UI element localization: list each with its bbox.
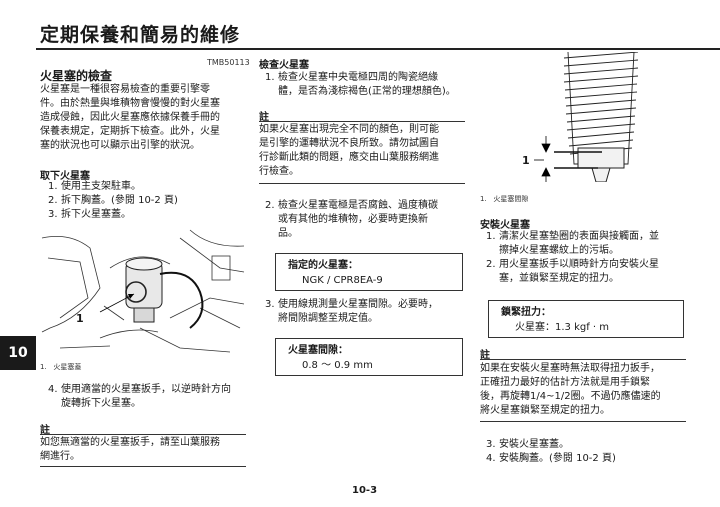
note-rule-bottom <box>40 466 246 467</box>
final-steps: 3.安裝火星塞蓋。 4.安裝胸蓋。(參閱 10-2 頁) <box>486 438 686 466</box>
figure-callout: 1 <box>76 312 84 325</box>
list-item: 2.用火星塞扳手以順時針方向安裝火星塞，並鎖緊至規定的扭力。 <box>486 259 659 284</box>
section-heading: 火星塞的檢查 <box>40 69 113 83</box>
spec-value: NGK / CPR8EA-9 <box>302 275 383 286</box>
section-code: TMB50113 <box>207 58 250 67</box>
figure-callout: 1 <box>522 154 530 167</box>
note-rule-bottom <box>480 421 686 422</box>
page-title: 定期保養和簡易的維修 <box>40 24 241 46</box>
spec-label: 鎖緊扭力： <box>501 307 551 318</box>
spark-plug-spec-box: 指定的火星塞： NGK / CPR8EA-9 <box>275 253 463 291</box>
list-item: 4.安裝胸蓋。(參閱 10-2 頁) <box>486 453 616 464</box>
list-item: 2.拆下胸蓋。(參閱 10-2 頁) <box>48 195 178 206</box>
remove-step-4: 4.使用適當的火星塞扳手，以逆時針方向旋轉拆下火星塞。 <box>48 383 246 411</box>
list-item: 4.使用適當的火星塞扳手，以逆時針方向旋轉拆下火星塞。 <box>48 384 231 409</box>
note-rule-top <box>480 359 686 360</box>
list-item: 1.使用主支架駐車。 <box>48 181 141 192</box>
list-item: 1.檢查火星塞中央電極四周的陶瓷絕緣體，是否為淺棕褐色(正常的理想顏色)。 <box>265 72 456 97</box>
intro-line: 火星塞是一種很容易檢查的重要引擎零 <box>40 84 210 95</box>
note-label: 註 <box>259 112 269 123</box>
page-number: 10-3 <box>352 485 378 496</box>
intro-paragraph: 火星塞是一種很容易檢查的重要引擎零 件。由於熱量與堆積物會慢慢的對火星塞 造成侵… <box>40 83 246 153</box>
note-label: 註 <box>480 350 490 361</box>
figure-caption: 1. 火星塞間隙 <box>480 195 529 203</box>
figure-caption: 1. 火星塞蓋 <box>40 363 82 371</box>
note-rule-top <box>40 434 246 435</box>
spec-value: 0.8 ～ 0.9 mm <box>302 360 373 371</box>
list-item: 3.安裝火星塞蓋。 <box>486 439 569 450</box>
spec-value: 火星塞：1.3 kgf · m <box>515 322 610 333</box>
intro-line: 造成侵蝕，因此火星塞應依據保養手冊的 <box>40 112 220 123</box>
note-text: 如您無適當的火星塞扳手，請至山葉服務 網進行。 <box>40 437 220 462</box>
list-item: 3.使用線規測量火星塞間隙。必要時，將間隙調整至規定值。 <box>265 299 438 324</box>
intro-line: 保養表規定，定期拆下檢查。此外，火星 <box>40 126 220 137</box>
intro-line: 塞的狀況也可以顯示出引擎的狀況。 <box>40 140 200 151</box>
inspect-step-2: 2.檢查火星塞電極是否腐蝕、過度積碳或有其他的堆積物，必要時更換新品。 <box>265 199 465 241</box>
spark-plug-gap-figure <box>534 52 639 182</box>
list-item: 3.拆下火星塞蓋。 <box>48 209 131 220</box>
inspect-heading: 檢查火星塞 <box>259 60 309 71</box>
list-item: 2.檢查火星塞電極是否腐蝕、過度積碳或有其他的堆積物，必要時更換新品。 <box>265 200 438 239</box>
note-text: 如果火星塞出現完全不同的顏色，則可能 是引擎的運轉狀況不良所致。請勿試圖自 行診… <box>259 124 439 177</box>
spec-label: 指定的火星塞： <box>288 260 358 271</box>
spark-plug-cap-figure <box>40 228 246 356</box>
spec-label: 火星塞間隙： <box>288 345 348 356</box>
note-rule-top <box>259 121 465 122</box>
intro-line: 件。由於熱量與堆積物會慢慢的對火星塞 <box>40 98 220 109</box>
gap-spec-box: 火星塞間隙： 0.8 ～ 0.9 mm <box>275 338 463 376</box>
install-heading: 安裝火星塞 <box>480 220 530 231</box>
remove-steps: 1.使用主支架駐車。 2.拆下胸蓋。(參閱 10-2 頁) 3.拆下火星塞蓋。 <box>48 180 246 222</box>
list-item: 1.清潔火星塞墊圈的表面與接觸面，並擦掉火星塞螺紋上的污垢。 <box>486 231 659 256</box>
install-steps: 1.清潔火星塞墊圈的表面與接觸面，並擦掉火星塞螺紋上的污垢。 2.用火星塞扳手以… <box>486 230 686 286</box>
torque-spec-box: 鎖緊扭力： 火星塞：1.3 kgf · m <box>488 300 684 338</box>
remove-heading: 取下火星塞 <box>40 171 90 182</box>
inspect-step-1: 1.檢查火星塞中央電極四周的陶瓷絕緣體，是否為淺棕褐色(正常的理想顏色)。 <box>265 71 465 99</box>
note-text: 如果在安裝火星塞時無法取得扭力扳手， 正確扭力最好的估計方法就是用手鎖緊 後，再… <box>480 363 661 416</box>
note-label: 註 <box>40 425 50 436</box>
inspect-step-3: 3.使用線規測量火星塞間隙。必要時，將間隙調整至規定值。 <box>265 298 465 326</box>
chapter-tab: 10 <box>0 336 36 370</box>
note-rule-bottom <box>259 183 465 184</box>
title-rule <box>36 48 720 50</box>
